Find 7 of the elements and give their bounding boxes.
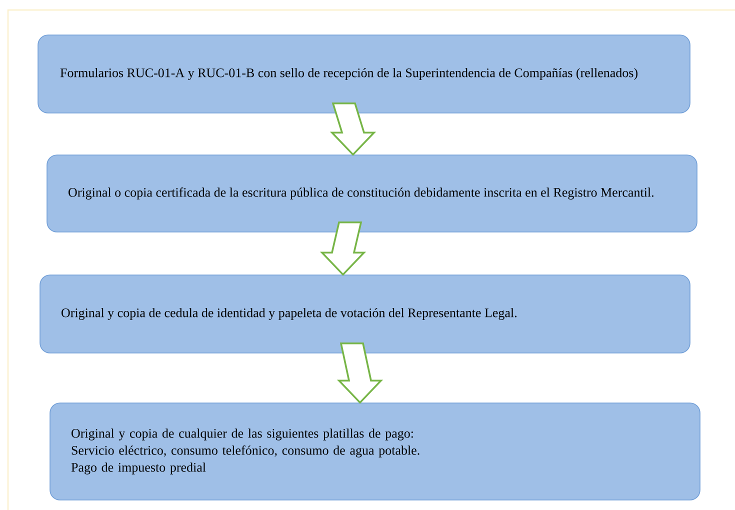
arrow — [336, 342, 384, 404]
process-box: Original o copia certificada de la escritura pública de constitución debidamente inscrita en el Registro Mercantil. — [46, 154, 698, 232]
process-box: Original y copia de cedula de identidad y papeleta de votación del Representante Legal. — [40, 274, 690, 354]
arrow — [330, 102, 376, 156]
process-box: Original y copia de cualquier de las siguientes platillas de pago: Servicio eléctrico, consumo telefónico, consumo de agua potable. Pago de impuesto predial — [50, 402, 700, 500]
process-box: Formularios RUC-01-A y RUC-01-B con sello de recepción de la Superintendencia de Compañías (rellenados) — [38, 34, 690, 114]
arrow — [320, 222, 366, 276]
